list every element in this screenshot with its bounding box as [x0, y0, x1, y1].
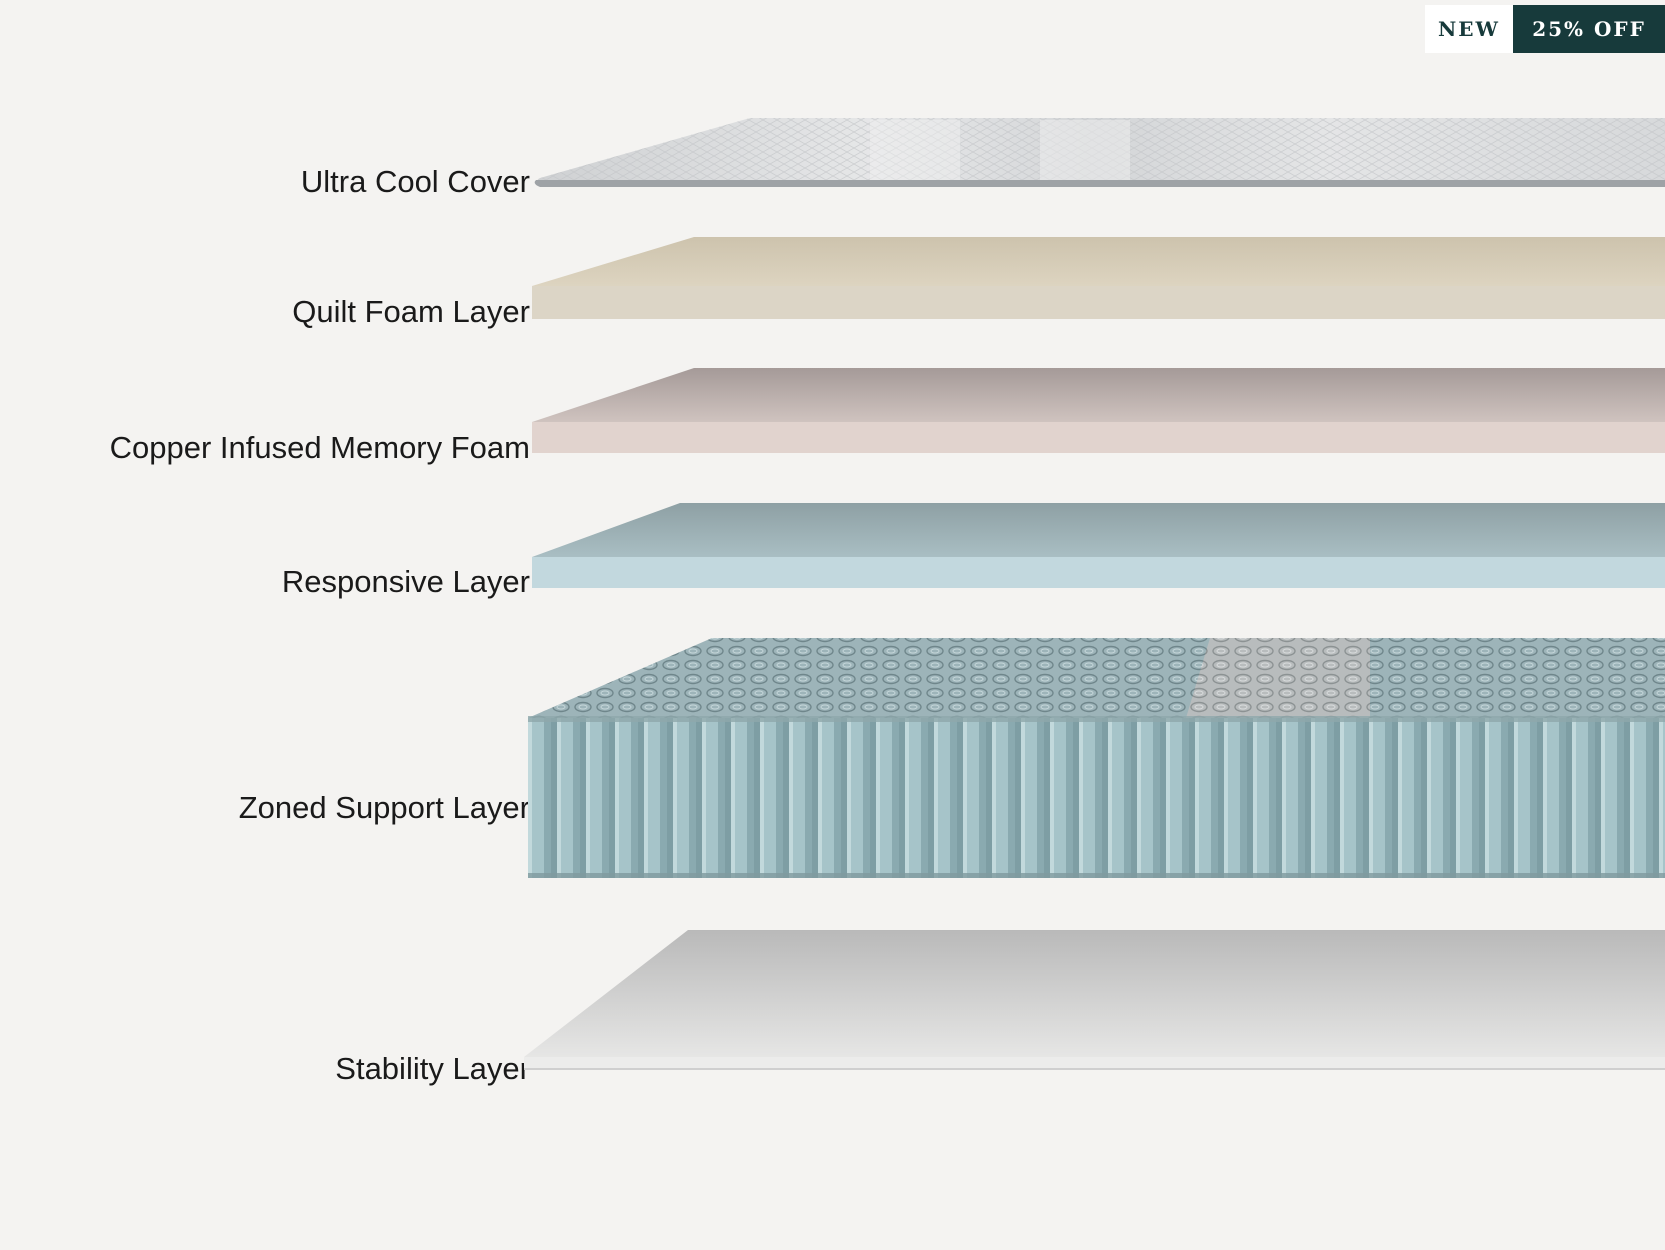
- layer-label-ultra-cool-cover: Ultra Cool Cover: [300, 164, 530, 199]
- zoned-support-layer-graphic: [528, 638, 1665, 878]
- discount-badge: 25% OFF: [1513, 5, 1665, 53]
- stability-layer-graphic: [524, 930, 1665, 1070]
- layer-label-stability: Stability Layer: [335, 1051, 530, 1086]
- layer-label-responsive: Responsive Layer: [281, 564, 530, 599]
- new-badge: NEW: [1425, 5, 1513, 53]
- copper-foam-layer-graphic: [532, 368, 1665, 453]
- promo-badges: NEW 25% OFF: [1425, 5, 1665, 53]
- layer-label-copper-memory-foam: Copper Infused Memory Foam: [109, 430, 530, 465]
- cover-layer-graphic: [534, 118, 1665, 187]
- layer-label-zoned-support: Zoned Support Layer: [238, 790, 530, 825]
- quilt-foam-layer-graphic: [532, 237, 1665, 319]
- responsive-layer-graphic: [532, 503, 1665, 588]
- layer-label-quilt-foam: Quilt Foam Layer: [292, 294, 530, 329]
